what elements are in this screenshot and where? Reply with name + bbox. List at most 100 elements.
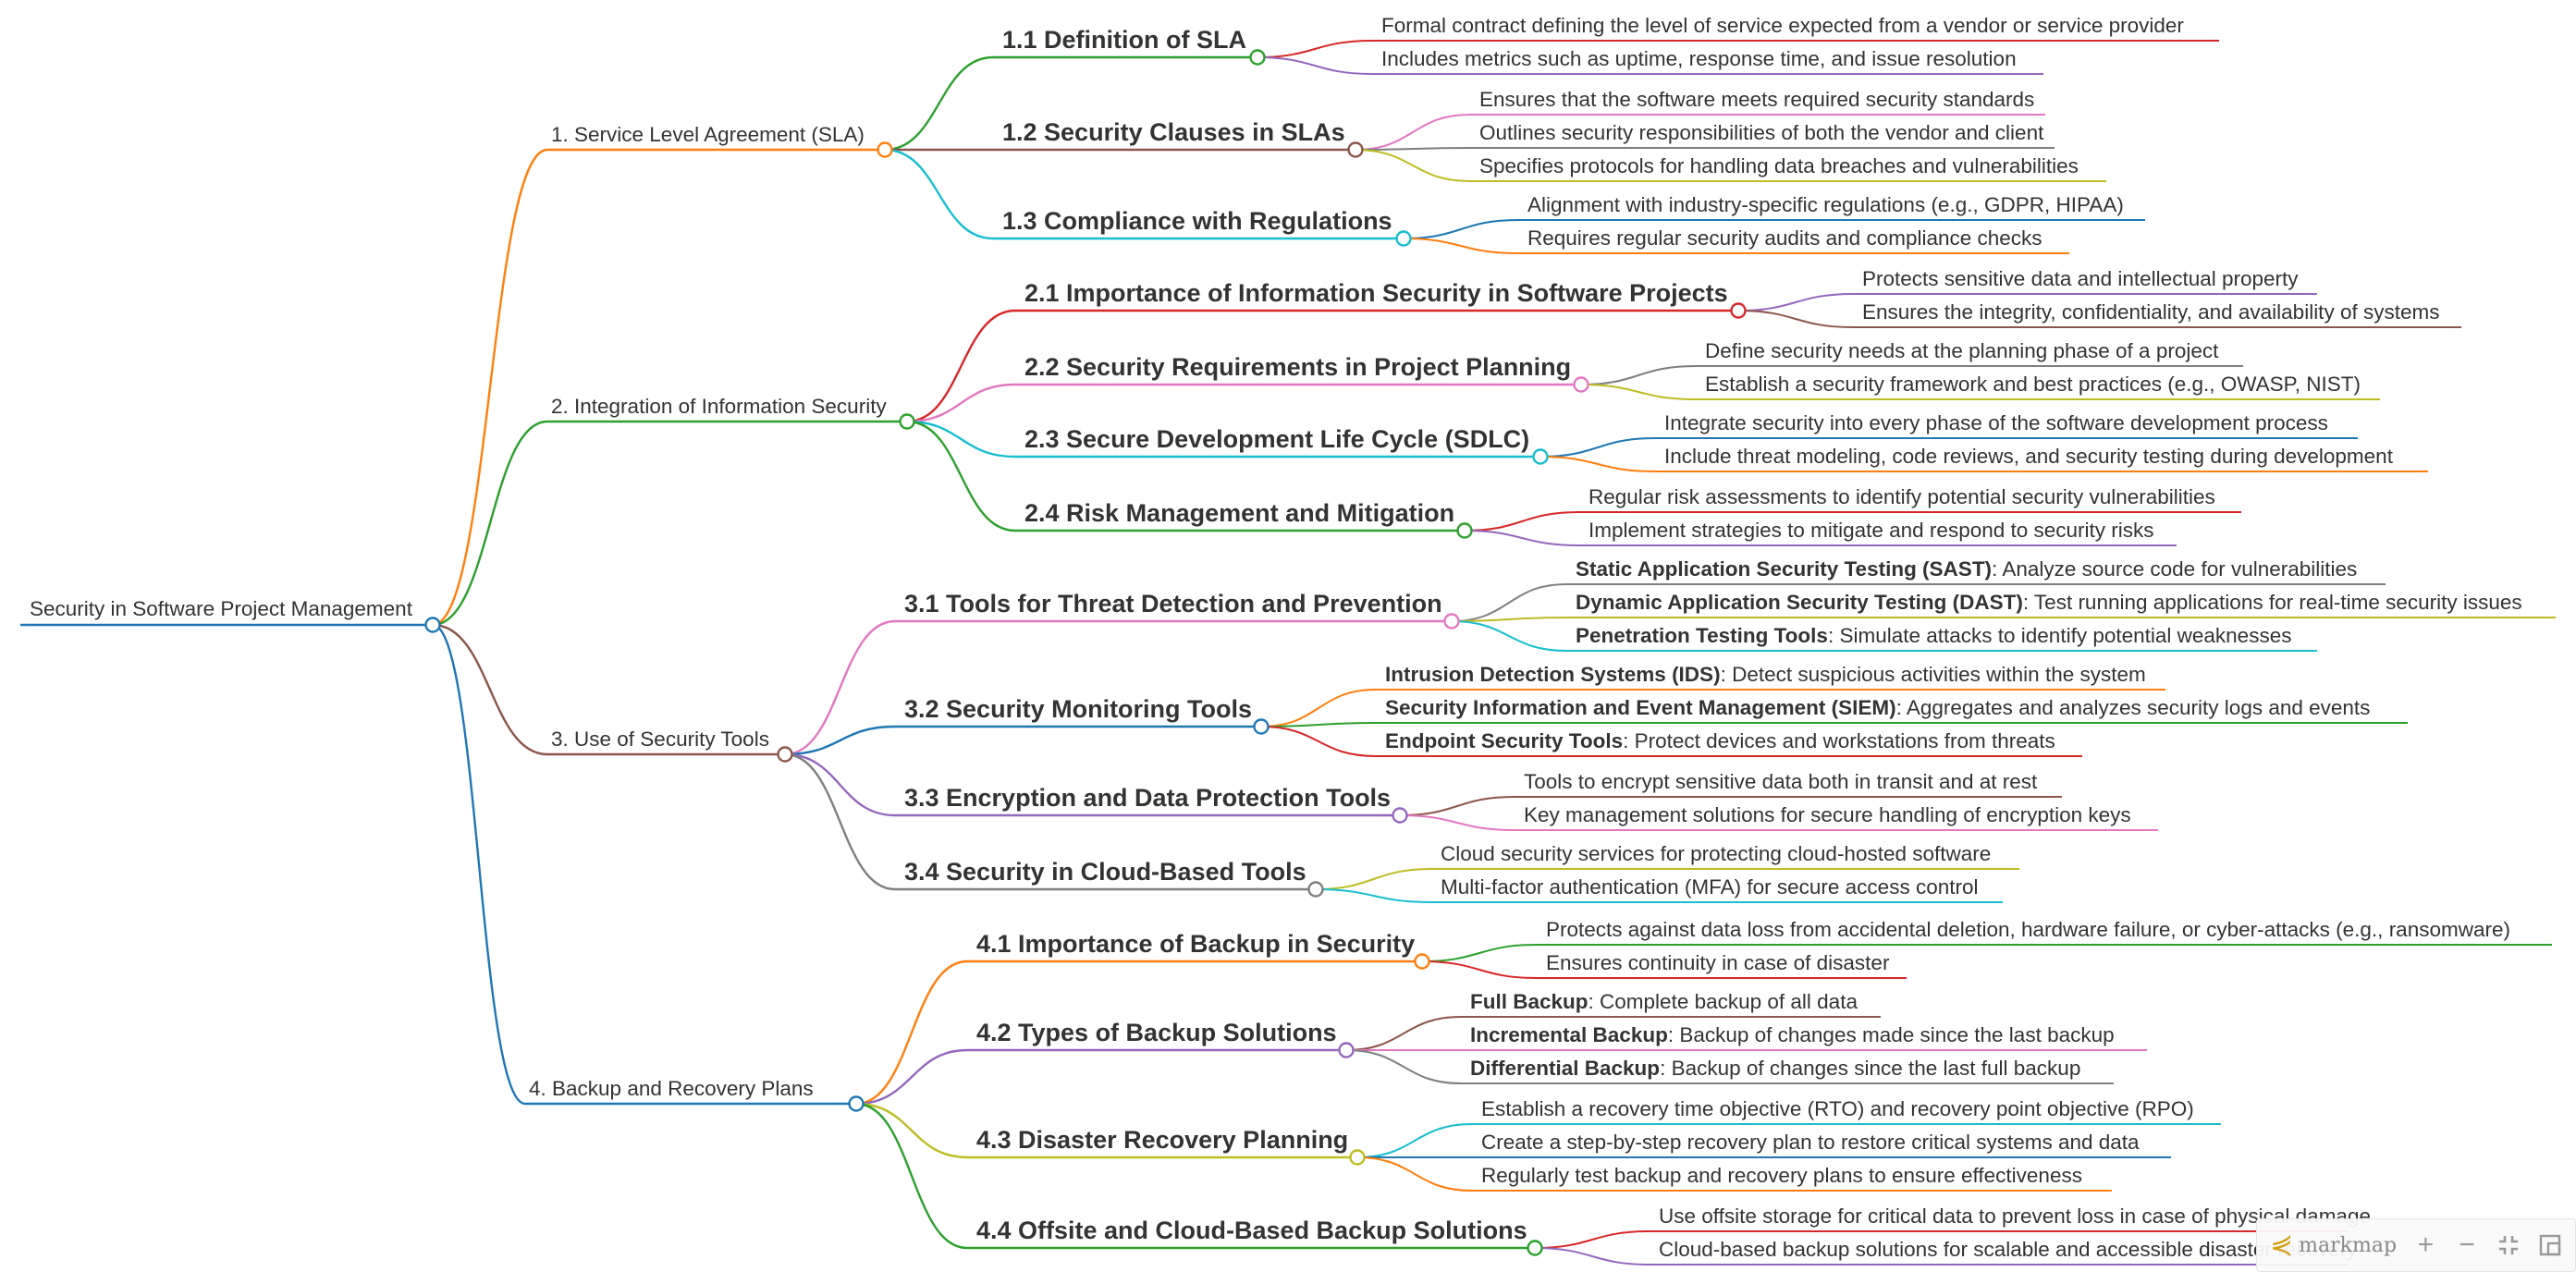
zoom-in-button[interactable]: + [2413, 1229, 2438, 1261]
item-text: Include threat modeling, code reviews, a… [1664, 445, 2394, 468]
item-text: Establish a recovery time objective (RTO… [1481, 1097, 2194, 1120]
item-link [1539, 437, 1656, 458]
item-link [1399, 814, 1515, 831]
section-label: 3. Use of Security Tools [551, 728, 769, 751]
item-link [1539, 456, 1656, 472]
subsection-link [784, 725, 896, 756]
recurse-button[interactable] [2537, 1229, 2562, 1261]
subsection-label: 1.2 Security Clauses in SLAs [1002, 118, 1345, 146]
subsection-toggle[interactable] [1392, 807, 1408, 824]
markmap-toolbar: ⋞ markmap + − [2256, 1218, 2576, 1272]
item-label: Formal contract defining the level of se… [1381, 14, 2184, 37]
item-label: Alignment with industry-specific regulat… [1527, 193, 2124, 216]
subsection-toggle[interactable] [1414, 953, 1430, 970]
section-toggle[interactable] [848, 1095, 865, 1112]
item-text: : Backup of changes since the last full … [1660, 1057, 2080, 1080]
item-strong: Dynamic Application Security Testing (DA… [1576, 591, 2023, 614]
subsection-toggle[interactable] [1349, 1149, 1366, 1166]
subsection-link [855, 1102, 968, 1159]
subsection-toggle[interactable] [1443, 613, 1460, 630]
subsection-toggle[interactable] [1253, 718, 1270, 735]
item-label: Static Application Security Testing (SAS… [1576, 557, 2357, 581]
subsection-toggle[interactable] [1249, 49, 1266, 66]
subsection-toggle[interactable] [1395, 230, 1412, 247]
fit-button[interactable] [2496, 1229, 2521, 1261]
subsection-link [906, 383, 1016, 423]
item-text: Protects against data loss from accident… [1546, 918, 2510, 941]
subsection-toggle[interactable] [1573, 376, 1589, 393]
subsection-toggle[interactable] [1307, 881, 1324, 898]
item-text: : Analyze source code for vulnerabilitie… [1992, 557, 2357, 581]
item-link [1257, 56, 1373, 75]
item-text: : Simulate attacks to identify potential… [1828, 624, 2292, 647]
section-label: 1. Service Level Agreement (SLA) [551, 123, 865, 146]
subsection-label: 3.2 Security Monitoring Tools [904, 695, 1252, 723]
subsection-toggle[interactable] [1730, 302, 1747, 319]
item-label: Differential Backup: Backup of changes s… [1470, 1057, 2080, 1080]
item-label: Endpoint Security Tools: Protect devices… [1385, 729, 2055, 752]
subsection-label: 3.1 Tools for Threat Detection and Preve… [904, 590, 1442, 618]
item-label: Define security needs at the planning ph… [1705, 339, 2219, 362]
subsection-toggle[interactable] [1527, 1240, 1543, 1256]
section-toggle[interactable] [777, 746, 793, 763]
item-label: Key management solutions for secure hand… [1524, 803, 2131, 826]
subsection-link [784, 752, 896, 817]
item-text: Requires regular security audits and com… [1527, 226, 2042, 250]
item-link [1257, 40, 1373, 58]
item-label: Incremental Backup: Backup of changes ma… [1470, 1023, 2115, 1046]
item-text: Ensures the integrity, confidentiality, … [1862, 300, 2439, 324]
item-link [1421, 944, 1538, 962]
subsection-label: 2.1 Importance of Information Security i… [1024, 279, 1728, 307]
subsection-toggle[interactable] [1456, 522, 1473, 539]
item-text: Integrate security into every phase of t… [1664, 411, 2328, 434]
item-label: Protects against data loss from accident… [1546, 918, 2510, 941]
section-toggle[interactable] [877, 141, 893, 158]
item-text: Regular risk assessments to identify pot… [1589, 485, 2215, 508]
subsection-link [855, 1048, 968, 1106]
item-link [1355, 149, 1471, 182]
subsection-toggle[interactable] [1347, 141, 1364, 158]
item-text: : Aggregates and analyzes security logs … [1896, 696, 2371, 719]
mindmap-links [20, 40, 2556, 1266]
subsection-toggle[interactable] [1338, 1042, 1355, 1058]
item-strong: Endpoint Security Tools [1385, 729, 1623, 752]
item-text: Cloud-based backup solutions for scalabl… [1659, 1238, 2358, 1261]
item-text: Specifies protocols for handling data br… [1479, 154, 2079, 177]
item-label: Cloud-based backup solutions for scalabl… [1659, 1238, 2358, 1261]
subsection-link [884, 55, 994, 152]
root-toggle[interactable] [424, 617, 441, 633]
section-toggle[interactable] [899, 413, 915, 430]
item-link [1403, 238, 1519, 254]
section-link [432, 623, 526, 1106]
item-text: Cloud security services for protecting c… [1441, 842, 1991, 865]
item-text: Create a step-by-step recovery plan to r… [1481, 1131, 2140, 1154]
item-label: Establish a recovery time objective (RTO… [1481, 1097, 2194, 1120]
zoom-out-button[interactable]: − [2455, 1229, 2480, 1261]
item-label: Requires regular security audits and com… [1527, 226, 2042, 250]
fit-screen-icon [2498, 1236, 2518, 1254]
item-strong: Incremental Backup [1470, 1023, 1668, 1046]
item-text: : Complete backup of all data [1589, 990, 1858, 1013]
item-text: Use offsite storage for critical data to… [1659, 1205, 2371, 1228]
root-node-label: Security in Software Project Management [30, 597, 413, 620]
item-link [1421, 960, 1538, 979]
item-text: Protects sensitive data and intellectual… [1862, 267, 2299, 290]
subsection-link [855, 1102, 968, 1250]
markmap-brand[interactable]: ⋞ markmap [2270, 1231, 2397, 1259]
markmap-logo-icon: ⋞ [2270, 1229, 2294, 1260]
item-label: Regularly test backup and recovery plans… [1481, 1164, 2082, 1187]
item-strong: Security Information and Event Managemen… [1385, 696, 1896, 719]
item-link [1464, 511, 1580, 532]
item-text: Includes metrics such as uptime, respons… [1381, 47, 2017, 70]
item-link [1399, 796, 1515, 816]
item-strong: Penetration Testing Tools [1576, 624, 1828, 647]
subsection-toggle[interactable] [1532, 448, 1549, 465]
subsection-label: 1.3 Compliance with Regulations [1002, 207, 1392, 235]
item-label: Regular risk assessments to identify pot… [1589, 485, 2215, 508]
item-label: Intrusion Detection Systems (IDS): Detec… [1385, 663, 2146, 686]
expand-toggle-icon [2539, 1234, 2560, 1256]
mindmap-nodes: Security in Software Project Management 1… [30, 14, 2522, 1261]
brand-name: markmap [2299, 1233, 2398, 1257]
